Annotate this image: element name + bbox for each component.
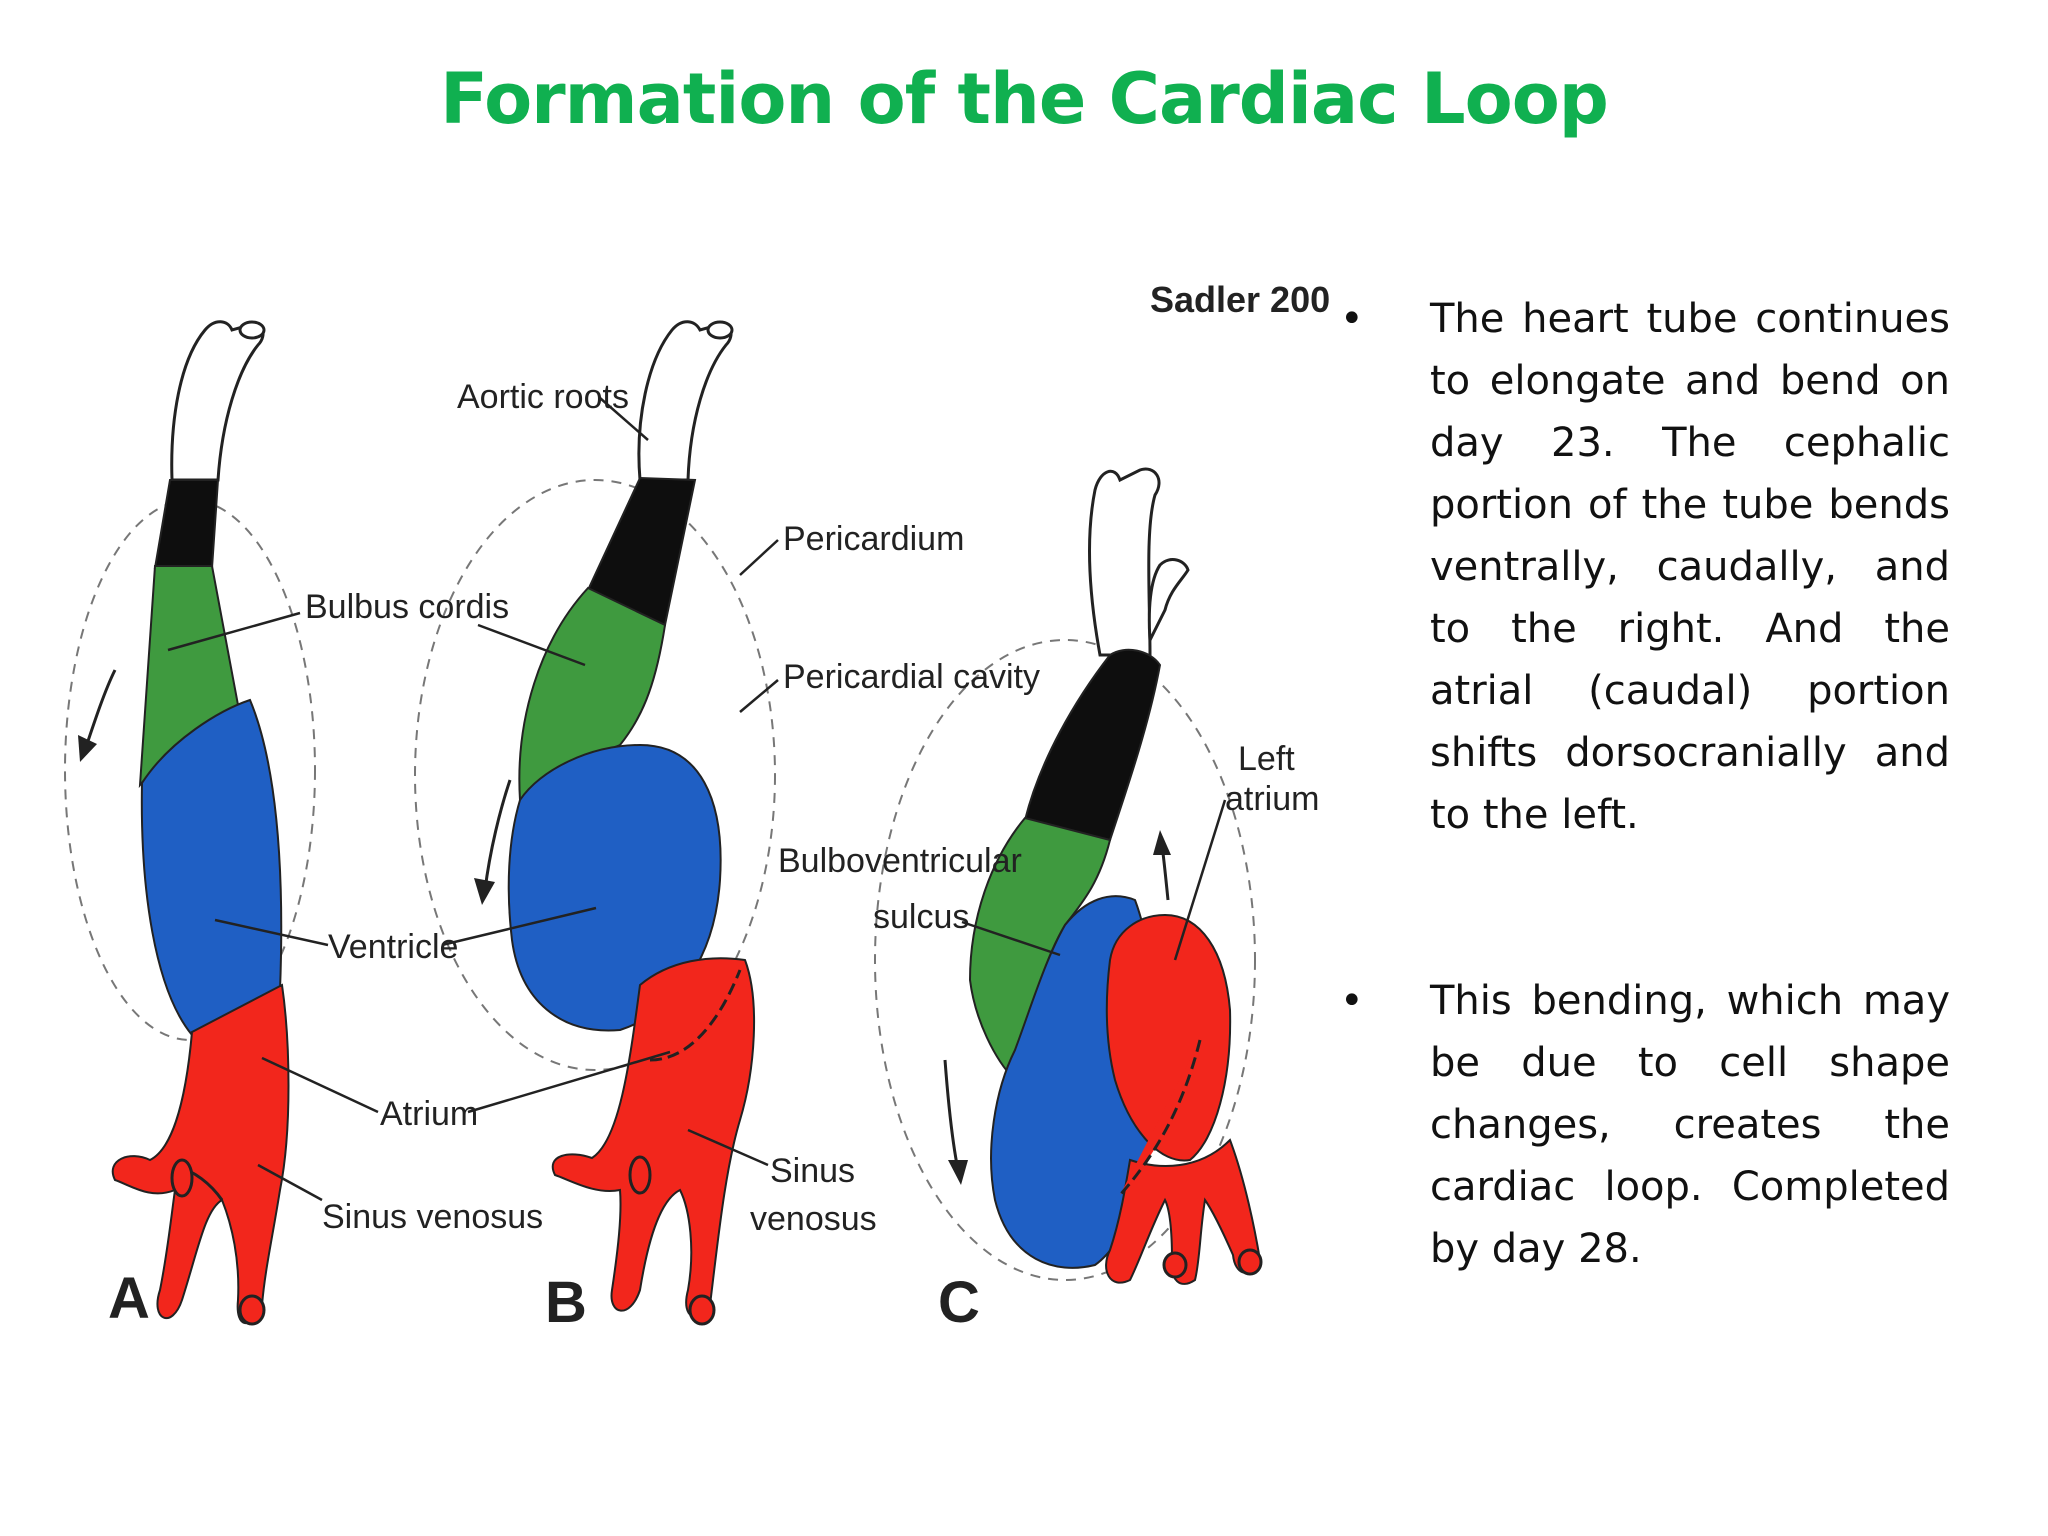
aortic-root-opening-b [706,320,734,340]
panel-b: B [414,320,776,1335]
slide-title: Formation of the Cardiac Loop [440,58,1609,140]
leader-bulboventricular [961,920,1061,957]
leader-sinus-b [687,1128,769,1167]
label-aortic-roots: Aortic roots [457,378,629,416]
vein-opening-b [688,1294,716,1326]
leader-lines [167,397,1227,1202]
label-pericardium: Pericardium [783,520,964,558]
leader-aortic-roots [599,397,649,441]
leader-ventricle-a [214,918,329,947]
bullet-item: This bending, which may be due to cell s… [1340,970,1950,1280]
label-atrium: Atrium [380,1095,478,1133]
label-pericardial-cavity: Pericardial cavity [783,658,1040,696]
outflow-tract-c [1023,648,1162,842]
ventricle-a [140,698,283,1037]
leader-pericardial-cavity [739,679,779,713]
label-atrium-c: atrium [1225,780,1319,818]
atrium-boundary-b [649,969,742,1062]
vein-opening-c2 [1162,1251,1188,1279]
bend-arrow-c [943,1059,960,1171]
pericardium-outline-c [874,639,1256,1281]
label-left: Left [1238,740,1295,778]
pericardium-outline-b [414,479,776,1071]
panel-letter-b: B [545,1270,587,1335]
label-sinus-venosus: Sinus venosus [322,1198,543,1236]
vein-opening-a2 [170,1158,194,1198]
outflow-tract-a [153,479,220,569]
vein-opening-a [238,1294,266,1326]
aortic-root-c [1088,467,1161,657]
shift-arrowhead-c [1153,830,1171,855]
bend-arrowhead-c [948,1160,968,1185]
label-sinus: Sinus [770,1152,855,1190]
aortic-root-opening-a [238,320,266,340]
atrium-b [551,957,756,1318]
cardiac-loop-diagram: Sadler 2000 A B [64,279,1330,1335]
aortic-root-c2 [1147,558,1190,646]
diagram-labels: Aortic roots Pericardium Bulbus cordis P… [305,378,1319,1238]
bullet-list: The heart tube continues to elongate and… [1340,288,1950,1280]
panel-a: A [64,320,316,1331]
left-atrium-c [1105,913,1232,1162]
leader-ventricle-b [441,906,597,947]
leader-atrium-b [467,1050,671,1114]
bend-arrow-a [83,669,117,751]
bullet-item: The heart tube continues to elongate and… [1340,288,1950,846]
panel-letter-a: A [108,1266,150,1331]
leader-atrium-a [261,1056,379,1114]
leader-bulbus-a [167,611,301,652]
leader-sinus-a [257,1163,323,1202]
vein-opening-c1 [1237,1248,1263,1276]
leader-bulbus-b [477,623,586,667]
label-bulboventricular: Bulboventricular [778,842,1022,880]
bend-arrow-b [483,779,512,891]
bend-arrowhead-a [78,735,97,762]
sinus-venosus-c [1105,1138,1262,1285]
vein-opening-b2 [628,1155,652,1195]
aortic-root-b [637,320,733,482]
label-ventricle: Ventricle [328,928,458,966]
leader-left-atrium [1173,799,1227,961]
atrium-boundary-c [1118,1039,1202,1196]
label-bulbus-cordis: Bulbus cordis [305,588,509,626]
leader-pericardium [739,539,779,576]
panel-c: C [874,467,1263,1335]
figure-credit: Sadler 2000 [1150,279,1330,320]
label-venosus: venosus [750,1200,877,1238]
atrium-a [111,983,290,1325]
label-sulcus: sulcus [873,898,969,936]
bend-arrowhead-b [474,878,495,905]
panel-letter-c: C [938,1270,980,1335]
aortic-root-a [170,320,265,482]
